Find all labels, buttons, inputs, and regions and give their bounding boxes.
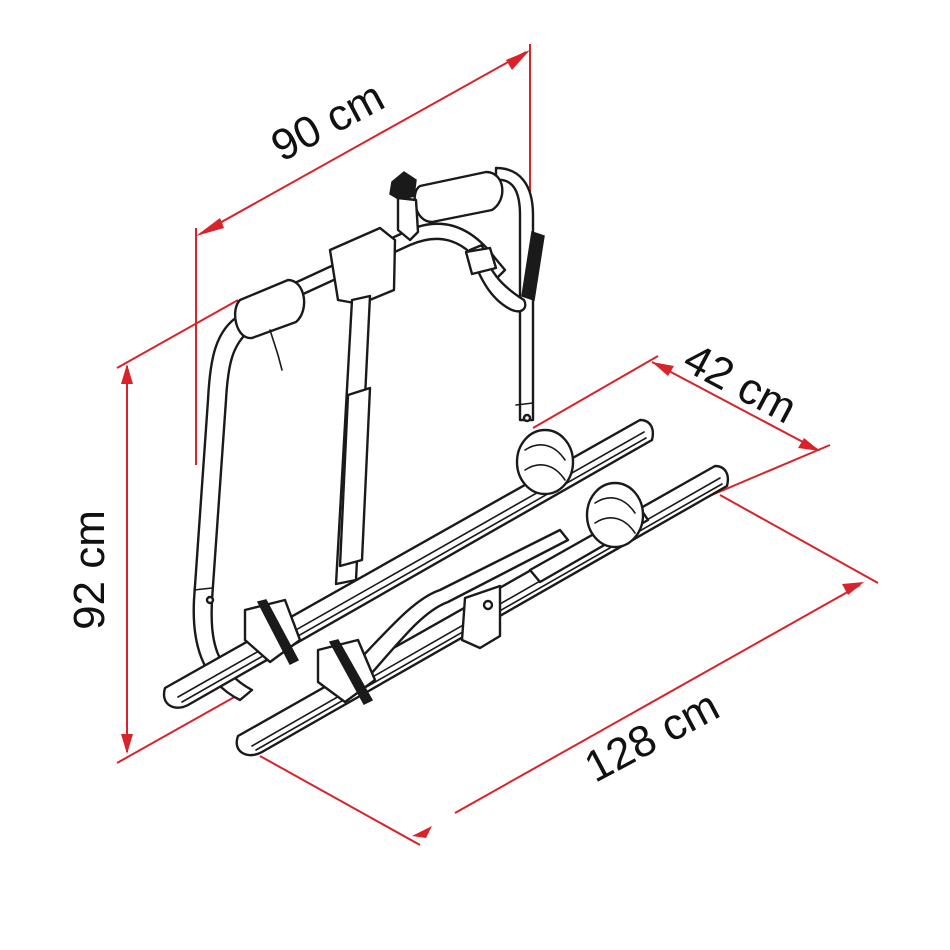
dimension-42cm <box>532 355 831 501</box>
wheel-clamp-front-bottom <box>316 638 377 705</box>
mounting-bracket <box>460 584 502 650</box>
wheel-holder-front-top <box>585 481 645 549</box>
dimension-128cm <box>259 494 879 846</box>
rack-frame <box>192 166 545 702</box>
wheel-clamp-rear-bottom <box>243 598 302 666</box>
wheel-holder-rear-top <box>515 428 575 496</box>
dimension-92cm <box>116 299 239 764</box>
dimension-label-92cm: 92 cm <box>64 510 114 630</box>
